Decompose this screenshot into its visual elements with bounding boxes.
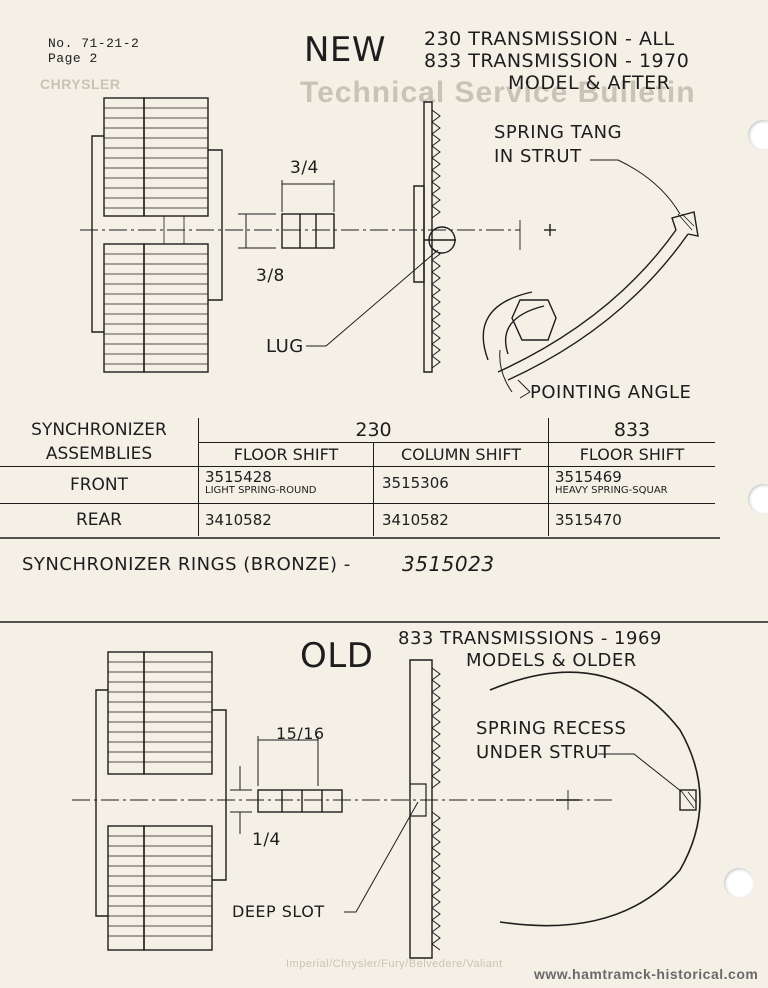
bleed-title: Technical Service Bulletin	[300, 76, 696, 109]
rings-label: SYNCHRONIZER RINGS (BRONZE) -	[22, 554, 351, 575]
cell-rear-230-column: 3410582	[373, 503, 549, 536]
old-strut	[257, 789, 343, 813]
row-header-1: SYNCHRONIZER	[31, 420, 167, 440]
row-label-rear: REAR	[76, 510, 122, 530]
new-ring-face	[497, 159, 699, 381]
pointing-angle-detail	[482, 291, 557, 399]
new-ring-edge	[413, 101, 456, 373]
cell-front-833-floor: 3515469 HEAVY SPRING-SQUAR	[549, 467, 716, 504]
new-applicability-2: 833 TRANSMISSION - 1970	[424, 50, 690, 72]
new-applicability-1: 230 TRANSMISSION - ALL	[424, 28, 675, 50]
page-number: Page 2	[48, 51, 98, 66]
cell-front-230-floor: 3515428 LIGHT SPRING-ROUND	[198, 466, 374, 504]
part-note: HEAVY SPRING-SQUAR	[555, 485, 668, 496]
old-sync-assembly	[95, 651, 227, 951]
new-sync-assembly	[91, 97, 223, 373]
row-header-2: ASSEMBLIES	[45, 444, 153, 464]
part-number: 3515428	[205, 468, 272, 486]
spring-tang-label-2: IN STRUT	[494, 146, 582, 167]
cell-front-230-column: 3515306	[373, 466, 549, 504]
dim-lines-old	[230, 736, 319, 834]
rings-part-number: 3515023	[402, 552, 495, 576]
dim-height-old: 1/4	[252, 830, 281, 850]
punch-hole-bottom	[724, 868, 754, 898]
col-floor-shift-833: FLOOR SHIFT	[548, 441, 715, 467]
synchronizer-table: SYNCHRONIZER 230 833 ASSEMBLIES FLOOR SH…	[0, 418, 715, 536]
part-number: 3515306	[382, 474, 449, 492]
bleed-brand: CHRYSLER	[40, 76, 121, 92]
old-ring-face	[489, 671, 701, 927]
old-title: OLD	[300, 636, 374, 676]
group-833: 833	[548, 418, 715, 442]
dim-lines-new	[238, 180, 335, 249]
dim-height-new: 3/8	[256, 266, 285, 286]
group-230: 230	[198, 418, 549, 442]
dim-width-new: 3/4	[290, 158, 319, 178]
new-applicability-3: MODEL & AFTER	[508, 72, 671, 94]
lug-label: LUG	[266, 336, 304, 357]
doc-number: No. 71-21-2	[48, 36, 140, 51]
cell-rear-230-floor: 3410582	[198, 503, 374, 536]
row-label-front: FRONT	[69, 475, 129, 495]
punch-hole-middle	[748, 484, 768, 514]
old-applicability-2: MODELS & OLDER	[466, 650, 637, 671]
watermark: www.hamtramck-historical.com	[534, 966, 759, 982]
part-note: LIGHT SPRING-ROUND	[205, 485, 317, 496]
new-title: NEW	[304, 30, 387, 70]
col-column-shift-230: COLUMN SHIFT	[373, 441, 549, 467]
cell-rear-833-floor: 3515470	[555, 511, 622, 529]
spring-recess-label-1: SPRING RECESS	[476, 718, 627, 739]
part-number: 3515469	[555, 468, 622, 486]
bleed-models: Imperial/Chrysler/Fury/Belvedere/Valiant	[286, 958, 503, 970]
col-floor-shift-230: FLOOR SHIFT	[198, 441, 374, 467]
old-applicability-1: 833 TRANSMISSIONS - 1969	[398, 628, 662, 649]
spring-recess-label-2: UNDER STRUT	[476, 742, 611, 763]
deep-slot-label: DEEP SLOT	[232, 902, 325, 921]
new-strut	[281, 213, 335, 249]
dim-width-old: 15/16	[276, 724, 325, 743]
old-ring-edge	[409, 659, 441, 959]
pointing-angle-label: POINTING ANGLE	[530, 382, 692, 403]
punch-hole-top	[748, 120, 768, 150]
spring-tang-label-1: SPRING TANG	[494, 122, 623, 143]
